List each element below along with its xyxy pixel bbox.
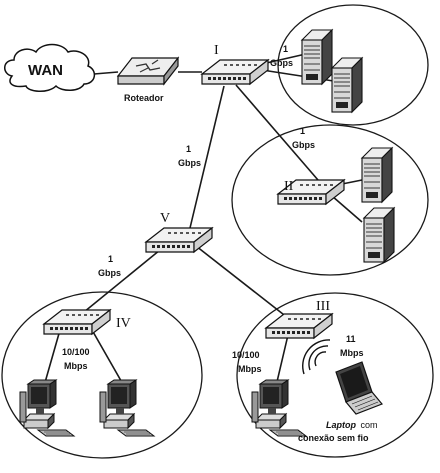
router-label: Roteador (124, 93, 164, 103)
server-icon-3 (361, 147, 393, 203)
switch-v-switch-iv-link (83, 249, 161, 313)
lan-iii-boundary (236, 292, 434, 458)
link-speed-iv-pcs-unit: Mbps (64, 361, 88, 371)
server-icon-4 (363, 207, 395, 263)
lan-iv-boundary (1, 291, 203, 459)
wan-cloud-icon: WAN (4, 43, 96, 92)
desktop-pc-icon-2 (99, 379, 155, 437)
server-group-2-boundary (231, 124, 429, 276)
link-speed-v-iv-value: 1 (108, 254, 113, 264)
wan-router-link (93, 71, 119, 75)
server-icon-2 (331, 57, 363, 113)
desktop-pc-icon (19, 379, 75, 437)
desktop-pc-icon-3 (251, 379, 307, 437)
wireless-signal-icon (302, 339, 331, 375)
link-speed-i-ii-unit: Gbps (292, 140, 315, 150)
server-group-boundary (277, 4, 429, 126)
switch-iii-pc-link (275, 334, 289, 387)
server-icon (301, 29, 333, 85)
switch-i-switch-ii-link (235, 84, 319, 181)
link-speed-i-v-value: 1 (186, 144, 191, 154)
laptop-icon (335, 361, 383, 415)
router-icon (116, 56, 180, 86)
link-speed-i-ii-value: 1 (300, 126, 305, 136)
laptop-label-line1: Laptop com (326, 420, 378, 430)
link-speed-servers-unit: Gbps (270, 58, 293, 68)
switch-v-icon (145, 227, 213, 253)
switch-iii-label: III (316, 299, 330, 314)
switch-ii-server-link-2 (331, 195, 363, 223)
link-speed-v-iv-unit: Gbps (98, 268, 121, 278)
switch-i-label: I (214, 43, 219, 58)
switch-i-icon (201, 59, 269, 85)
link-speed-i-v-unit: Gbps (178, 158, 201, 168)
link-speed-servers-value: 1 (283, 44, 288, 54)
link-speed-iii-pc-unit: Mbps (238, 364, 262, 374)
laptop-label-line2: conexão sem fio (298, 433, 369, 443)
link-speed-iii-pc-value: 10/100 (232, 350, 260, 360)
wan-label: WAN (28, 62, 63, 79)
laptop-label-italic: Laptop (326, 420, 356, 430)
link-speed-iv-pcs-value: 10/100 (62, 347, 90, 357)
wireless-speed-unit: Mbps (340, 348, 364, 358)
switch-i-server-link-2 (261, 69, 341, 83)
switch-v-label: V (160, 211, 170, 226)
switch-iii-icon (265, 313, 333, 339)
switch-iv-pc2-link (91, 329, 125, 387)
switch-iv-pc1-link (43, 329, 61, 387)
switch-v-switch-iii-link (195, 245, 289, 319)
switch-i-switch-v-link (189, 85, 225, 229)
wireless-speed-value: 11 (346, 334, 356, 344)
laptop-label-rest: com (361, 420, 378, 430)
switch-iv-icon (43, 309, 111, 335)
switch-iv-label: IV (116, 316, 131, 331)
switch-ii-label: II (284, 179, 294, 194)
